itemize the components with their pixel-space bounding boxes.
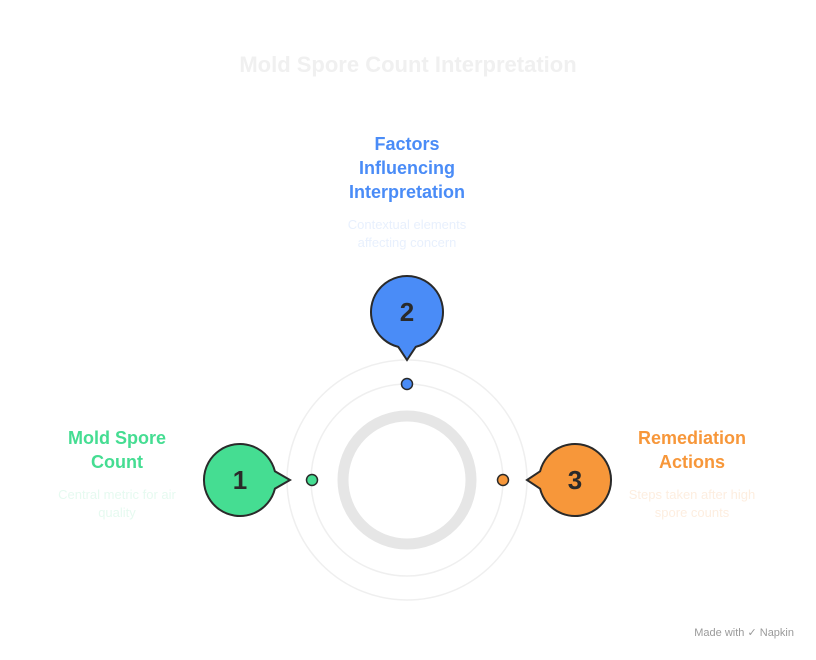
node-dot-2 <box>400 377 414 391</box>
center-ring <box>337 410 477 550</box>
napkin-logo-icon: ✓ <box>747 627 757 639</box>
node-dot-3 <box>496 473 510 487</box>
napkin-watermark: Made with ✓ Napkin <box>694 626 794 639</box>
step-heading-1: Mold Spore Count <box>68 428 166 472</box>
step-description-1: Central metric for air quality <box>58 487 176 520</box>
step-number-1: 1 <box>233 465 247 495</box>
step-bubble-3: 3 <box>525 443 613 517</box>
node-dot-1 <box>305 473 319 487</box>
diagram-title: Mold Spore Count Interpretation <box>239 52 577 77</box>
step-description-3: Steps taken after high spore counts <box>628 487 756 520</box>
napkin-brand: Napkin <box>759 627 794 639</box>
outer-ring <box>286 359 528 601</box>
step-heading-2: Factors Influencing Interpretation <box>348 134 465 202</box>
step-description-2: Contextual elements affecting concern <box>347 217 467 250</box>
step-number-2: 2 <box>400 297 414 327</box>
step-number-3: 3 <box>568 465 582 495</box>
step-bubble-1: 1 <box>202 443 293 517</box>
made-with-label: Made with <box>694 627 745 639</box>
step-bubble-2: 2 <box>370 274 444 362</box>
step-heading-3: Remediation Actions <box>637 428 747 472</box>
